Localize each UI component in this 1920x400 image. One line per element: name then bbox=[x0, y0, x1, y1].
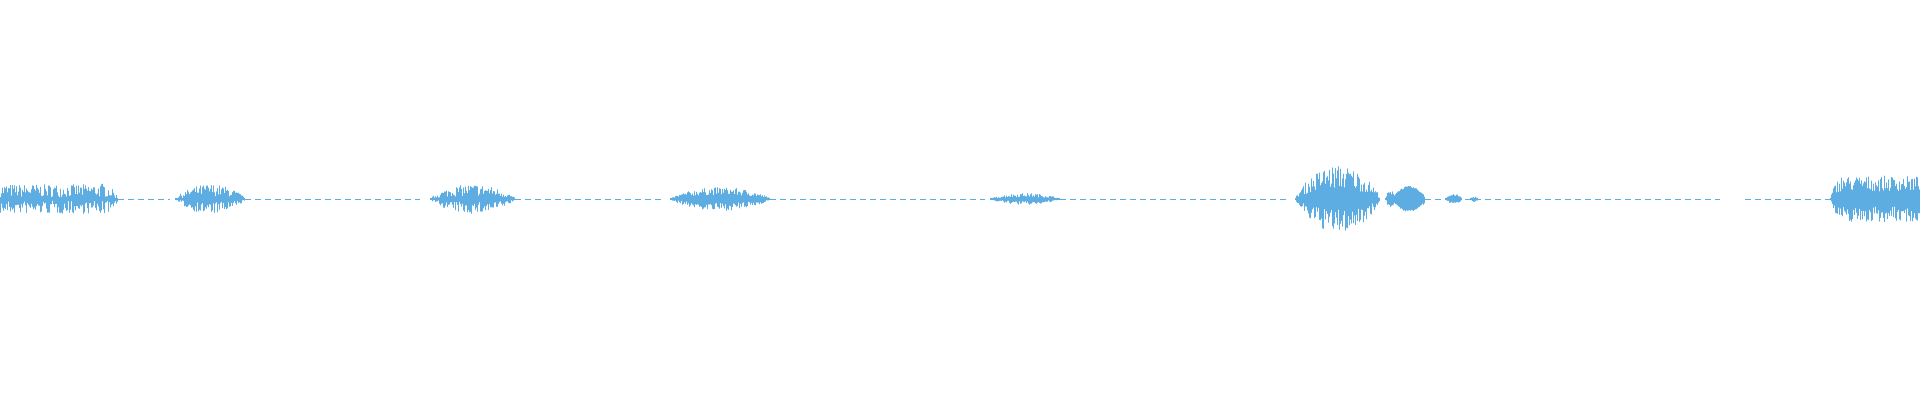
waveform-signal bbox=[0, 166, 1920, 231]
